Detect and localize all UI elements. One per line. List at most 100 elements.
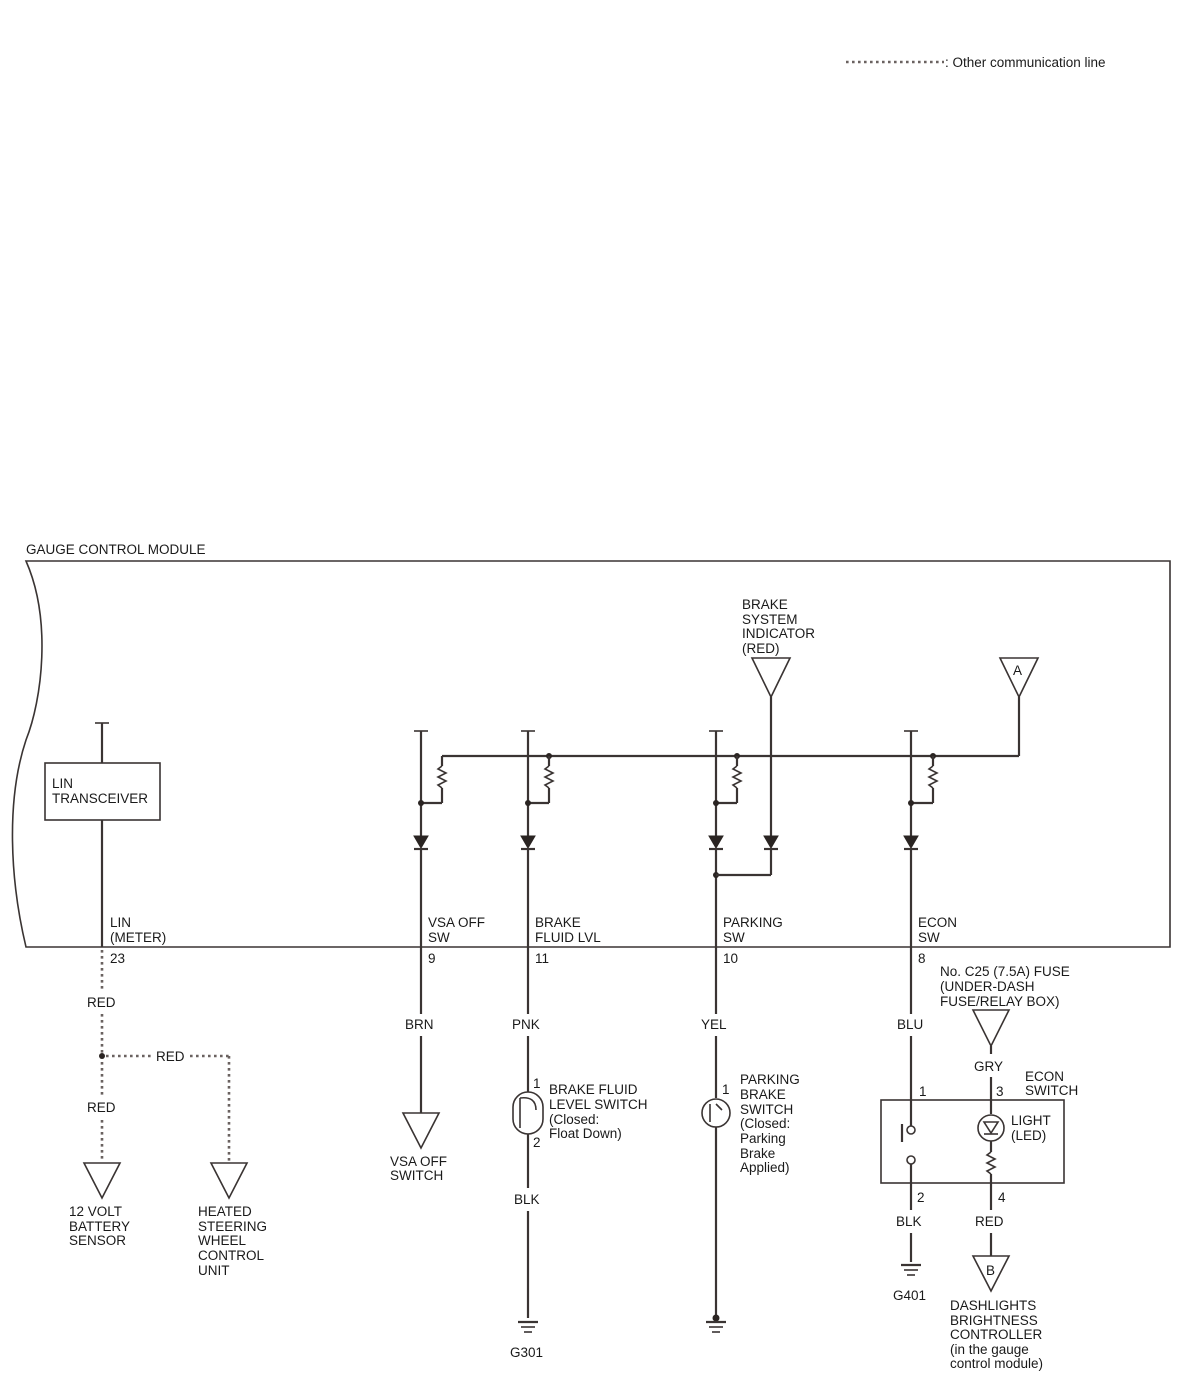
pin-8: 8 <box>918 951 926 966</box>
wire-blk-brake: BLK <box>514 1192 540 1207</box>
dashlights-label-1: DASHLIGHTS <box>950 1298 1036 1313</box>
brake-fluid-label-2: LEVEL SWITCH <box>549 1097 648 1112</box>
pin-11: 11 <box>535 951 549 966</box>
terminal-lin-name-1: LIN <box>110 915 131 930</box>
legend: : Other communication line <box>846 55 1106 70</box>
brake-indicator-label-2: SYSTEM <box>742 612 798 627</box>
ground-g401-label: G401 <box>893 1288 926 1303</box>
parking-brake-label-4: (Closed: <box>740 1116 790 1131</box>
terminal-econ-name-1: ECON <box>918 915 957 930</box>
brake-fluid-label-3: (Closed: <box>549 1112 599 1127</box>
parking-brake-label-7: Applied) <box>740 1160 790 1175</box>
econ-pin-2: 2 <box>917 1190 925 1205</box>
wire-red-battery: RED <box>87 1100 116 1115</box>
brake-indicator-label-1: BRAKE <box>742 597 788 612</box>
wire-blk-econ: BLK <box>896 1214 922 1229</box>
internal-circuits: A <box>413 597 1040 947</box>
parking-brake-label-3: SWITCH <box>740 1102 793 1117</box>
terminal-econ-name-2: SW <box>918 930 940 945</box>
terminal-brake-name-2: FLUID LVL <box>535 930 601 945</box>
connector-b-triangle <box>971 1255 1011 1293</box>
econ-internal <box>903 730 939 947</box>
terminal-vsa-name-1: VSA OFF <box>428 915 485 930</box>
heated-steering-label-1: HEATED <box>198 1204 252 1219</box>
parking-brake-label-2: BRAKE <box>740 1087 786 1102</box>
lin-external: RED RED RED 12 VOLT BATTERY SENSOR HEATE… <box>69 950 267 1278</box>
parking-brake-label-5: Parking <box>740 1131 786 1146</box>
econ-external: BLU No. C25 (7.5A) FUSE (UNDER-DASH FUSE… <box>880 947 1078 1371</box>
legend-text: : Other communication line <box>945 55 1106 70</box>
brake-indicator-triangle <box>750 657 792 699</box>
heated-steering-triangle <box>209 1162 249 1200</box>
brake-fluid-label-1: BRAKE FLUID <box>549 1082 638 1097</box>
vsa-external: BRN VSA OFF SWITCH <box>390 947 447 1183</box>
terminal-parking-name-2: SW <box>723 930 745 945</box>
gauge-control-module: GAUGE CONTROL MODULE <box>11 542 1171 948</box>
heated-steering-label-5: UNIT <box>198 1263 230 1278</box>
fuse-label-2: (UNDER-DASH <box>940 979 1035 994</box>
wire-yel: YEL <box>701 1017 727 1032</box>
parking-brake-switch-symbol <box>701 1098 731 1128</box>
heated-steering-label-3: WHEEL <box>198 1233 247 1248</box>
terminal-lin-name-2: (METER) <box>110 930 166 945</box>
wire-red-econ: RED <box>975 1214 1004 1229</box>
vsa-internal <box>413 730 448 947</box>
econ-light-label-1: LIGHT <box>1011 1113 1051 1128</box>
econ-light-label-2: (LED) <box>1011 1128 1046 1143</box>
fuse-label-1: No. C25 (7.5A) FUSE <box>940 964 1070 979</box>
econ-pin-1: 1 <box>919 1084 927 1099</box>
parking-internal <box>708 730 743 947</box>
ground-g301-label: G301 <box>510 1345 543 1360</box>
connector-a-triangle <box>998 657 1040 699</box>
econ-pin-3: 3 <box>996 1084 1004 1099</box>
parking-brake-label-6: Brake <box>740 1146 775 1161</box>
dashlights-label-5: control module) <box>950 1356 1043 1371</box>
pin-9: 9 <box>428 951 436 966</box>
fuse-label-3: FUSE/RELAY BOX) <box>940 994 1060 1009</box>
battery-sensor-triangle <box>82 1162 122 1200</box>
terminal-labels: LIN (METER) VSA OFF SW BRAKE FLUID LVL P… <box>110 915 957 966</box>
dashlights-label-4: (in the gauge <box>950 1342 1029 1357</box>
heated-steering-label-4: CONTROL <box>198 1248 264 1263</box>
terminal-brake-name-1: BRAKE <box>535 915 581 930</box>
wire-red-branch: RED <box>156 1049 185 1064</box>
ground-parking-icon <box>706 1320 726 1333</box>
vsa-switch-label-1: VSA OFF <box>390 1154 447 1169</box>
brake-fluid-pin-2: 2 <box>533 1135 541 1150</box>
lin-transceiver-label-2: TRANSCEIVER <box>52 791 148 806</box>
pin-23: 23 <box>110 951 125 966</box>
connector-b-label: B <box>986 1263 995 1278</box>
brake-fluid-internal <box>520 730 555 947</box>
wire-gry: GRY <box>974 1059 1003 1074</box>
econ-switch-box <box>880 1099 1065 1184</box>
terminal-vsa-name-2: SW <box>428 930 450 945</box>
econ-led-icon <box>977 1114 1005 1142</box>
parking-brake-pin-1: 1 <box>722 1082 730 1097</box>
battery-sensor-label-1: 12 VOLT <box>69 1204 122 1219</box>
battery-sensor-label-3: SENSOR <box>69 1233 126 1248</box>
dashlights-label-2: BRIGHTNESS <box>950 1313 1038 1328</box>
lin-transceiver-label-1: LIN <box>52 776 73 791</box>
vsa-switch-triangle <box>401 1112 441 1150</box>
econ-switch-label-2: SWITCH <box>1025 1083 1078 1098</box>
econ-pin-4: 4 <box>998 1190 1006 1205</box>
terminal-parking-name-1: PARKING <box>723 915 783 930</box>
wire-red-lin: RED <box>87 995 116 1010</box>
module-boundary <box>11 560 1171 948</box>
parking-external: YEL 1 PARKING BRAKE SWITCH (Closed: Park… <box>701 947 800 1333</box>
heated-steering-label-2: STEERING <box>198 1219 267 1234</box>
brake-fluid-label-4: Float Down) <box>549 1126 622 1141</box>
module-title: GAUGE CONTROL MODULE <box>26 542 206 557</box>
wire-blu: BLU <box>897 1017 923 1032</box>
brake-fluid-external: PNK 1 2 BRAKE FLUID LEVEL SWITCH (Closed… <box>510 947 648 1360</box>
pin-10: 10 <box>723 951 738 966</box>
battery-sensor-label-2: BATTERY <box>69 1219 130 1234</box>
lin-transceiver: LIN TRANSCEIVER <box>44 722 161 947</box>
wire-brn: BRN <box>405 1017 434 1032</box>
dashlights-label-3: CONTROLLER <box>950 1327 1043 1342</box>
ground-g401-icon <box>901 1263 921 1276</box>
ground-g301-icon <box>518 1320 538 1333</box>
fuse-triangle <box>971 1009 1011 1048</box>
brake-indicator-label-4: (RED) <box>742 641 780 656</box>
